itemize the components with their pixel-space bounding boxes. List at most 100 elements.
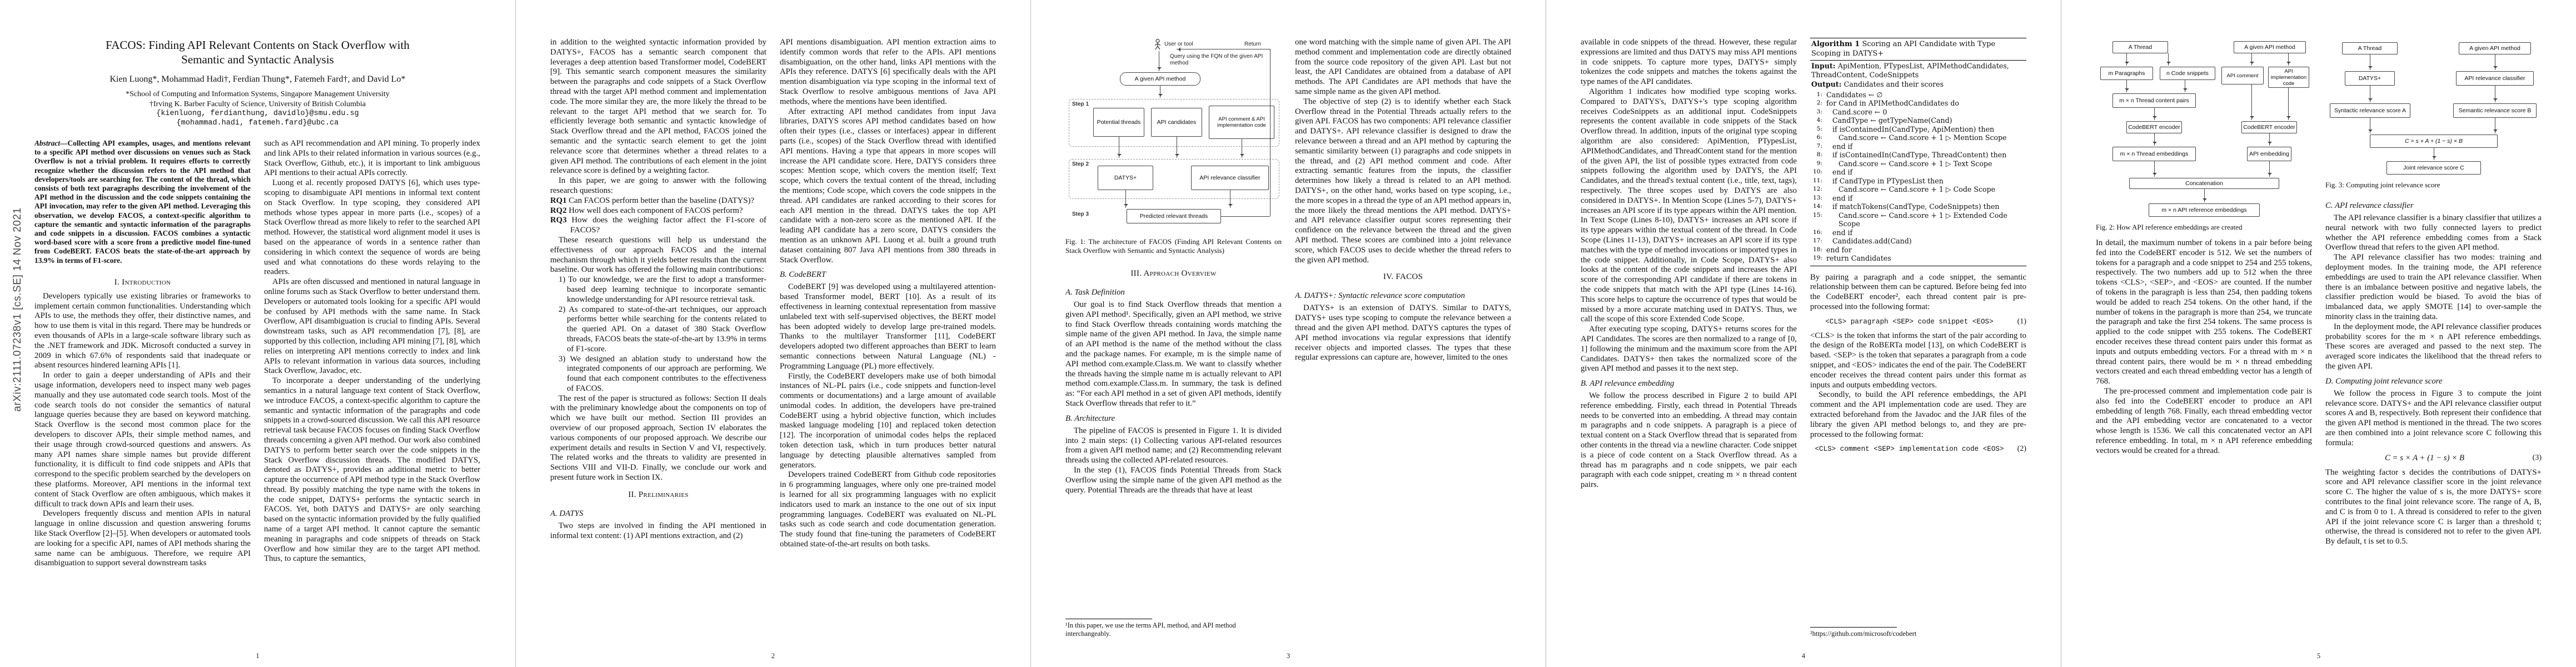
- paragraph: Two steps are involved in finding the AP…: [550, 521, 766, 540]
- figure-3-diagram: A Thread A given API method DATYS+ API r…: [2325, 38, 2542, 177]
- paragraph: Luong et al. recently proposed DATYS [6]…: [264, 178, 480, 277]
- paragraph: The objective of step (2) is to identify…: [1295, 97, 1511, 265]
- page-number: 4: [1801, 652, 1806, 660]
- fig3-node-api-relevance-classifier: API relevance classifier: [2456, 71, 2534, 86]
- fig2-node-thread: A Thread: [2112, 41, 2168, 53]
- abstract-lead: Abstract—: [34, 139, 68, 147]
- page-2-columns: in addition to the weighted syntactic in…: [550, 38, 996, 638]
- paragraph: We follow the process in Figure 3 to com…: [2325, 389, 2542, 447]
- fig1-node-predicted-relevant-threads: Predicted relevant threads: [1127, 209, 1221, 223]
- line-number: 11:: [1813, 177, 1822, 184]
- algorithm-line: 9:Cand.score ← Cand.score + 1 ▷ Text Sco…: [1810, 160, 2026, 168]
- flow-arrow: [2268, 133, 2272, 146]
- figure-2: A Thread m Paragraphs n Code snippets m …: [2096, 38, 2312, 232]
- algorithm-line: 1:Candidates ← ∅: [1810, 91, 2026, 99]
- paragraph: By pairing a paragraph and a code snippe…: [1810, 272, 2026, 311]
- fig1-step3-label: Step 3: [1072, 211, 1089, 217]
- line-number: 12:: [1813, 186, 1822, 192]
- fig3-node-given-api-method: A given API method: [2459, 42, 2531, 54]
- user-icon: [1154, 39, 1161, 50]
- paragraph: Secondly, to build the API reference emb…: [1810, 390, 2026, 439]
- paragraph: APIs are often discussed and mentioned i…: [264, 277, 480, 376]
- algorithm-1-output: Output: Candidates and their scores: [1810, 79, 2026, 89]
- fig1-group-step2: [1069, 159, 1279, 199]
- subsection-heading: B. CodeBERT: [780, 270, 826, 280]
- paragraph: After extracting API method candidates f…: [780, 107, 996, 265]
- page-2-column-2: API mentions disambiguation. API mention…: [780, 38, 996, 638]
- paragraph: These research questions will help us un…: [550, 235, 766, 275]
- flow-arrow: [2125, 80, 2129, 92]
- figure-3: A Thread A given API method DATYS+ API r…: [2325, 38, 2542, 190]
- algorithm-line: 7:end if: [1810, 142, 2026, 151]
- page-4-column-1: available in code snippets of the thread…: [1581, 38, 1797, 638]
- line-number: 14:: [1813, 203, 1822, 210]
- equation: C = s × A + (1 − s) × B(3): [2325, 454, 2542, 463]
- page-number: 2: [771, 652, 775, 660]
- line-text: Cand.score ← Cand.score + 1 ▷ Extended C…: [1838, 211, 2007, 228]
- page-3-column-2: one word matching with the simple name o…: [1295, 38, 1511, 638]
- flow-arrow: [2153, 133, 2157, 146]
- research-question: RQ1 Can FACOS perform better than the ba…: [550, 196, 755, 205]
- fig1-node-potential-threads: Potential threads: [1093, 108, 1144, 137]
- page-3-columns: User or tool Query using the FQN of the …: [1065, 38, 1511, 638]
- algorithm-line: 11:if CandType in PTypesList then: [1810, 177, 2026, 186]
- line-number: 1:: [1816, 91, 1822, 98]
- algorithm-line: 17:Candidates.add(Cand): [1810, 237, 2026, 246]
- flow-arrow: [2250, 84, 2254, 120]
- figure-1: User or tool Query using the FQN of the …: [1065, 38, 1282, 255]
- paragraph: such as API recommendation and API minin…: [264, 139, 480, 178]
- section-heading: III. Approach Overview: [1130, 269, 1217, 278]
- algorithm-1-lines: 1:Candidates ← ∅2:for Cand in APIMethodC…: [1810, 89, 2026, 266]
- line-text: return Candidates: [1826, 254, 1891, 262]
- line-text: if matchTokens(CandType, CodeSnippets) t…: [1832, 202, 2000, 211]
- paragraph: In order to gain a deeper understanding …: [34, 371, 251, 509]
- algorithm-line: 5:if isContainedIn(CandType, ApiMention)…: [1810, 125, 2026, 134]
- section-heading: II. Preliminaries: [628, 490, 689, 499]
- line-number: 19:: [1813, 255, 1822, 261]
- equation: <CLS> comment <SEP> implementation code …: [1810, 445, 2026, 454]
- page-2: in addition to the weighted syntactic in…: [515, 0, 1030, 667]
- line-text: Cand.score ← Cand.score + 1 ▷ Mention Sc…: [1838, 133, 2007, 142]
- paragraph: In detail, the maximum number of tokens …: [2096, 238, 2312, 386]
- line-text: end if: [1832, 142, 1853, 151]
- algorithm-line: 15:Cand.score ← Cand.score + 1 ▷ Extende…: [1810, 211, 2026, 228]
- paragraph: Our goal is to find Stack Overflow threa…: [1065, 300, 1282, 408]
- paragraph: available in code snippets of the thread…: [1581, 38, 1797, 87]
- line-text: end if: [1832, 193, 1853, 202]
- algorithm-line: 2:for Cand in APIMethodCandidates do: [1810, 99, 2026, 108]
- affiliation-1: *School of Computing and Information Sys…: [126, 90, 390, 98]
- algorithm-line: 13:end if: [1810, 194, 2026, 203]
- line-text: Cand.score ← Cand.score + 1 ▷ Code Scope: [1838, 185, 1996, 193]
- line-number: 18:: [1813, 246, 1822, 253]
- page-4: available in code snippets of the thread…: [1546, 0, 2061, 667]
- list-item: 3) We designed an ablation study to unde…: [559, 354, 766, 393]
- list-item: 2) As compared to state-of-the-art techn…: [559, 305, 766, 354]
- algorithm-1-title-text: Scoring an API Candidate with Type Scopi…: [1811, 40, 1996, 58]
- page-5-column-2: A Thread A given API method DATYS+ API r…: [2325, 38, 2542, 638]
- footnote: ¹In this paper, we use the terms API, me…: [1065, 619, 1282, 638]
- fig1-node-user: User or tool: [1164, 41, 1193, 47]
- fig1-label-query: Query using the FQN of the given API met…: [1170, 53, 1263, 66]
- fig1-node-datys-plus: DATYS+: [1098, 166, 1153, 190]
- rq-label: RQ3: [550, 216, 567, 225]
- section-heading: I. Introduction: [114, 277, 171, 287]
- fig2-node-given-api-method: A given API method: [2234, 41, 2306, 53]
- rq-label: RQ2: [550, 206, 567, 215]
- equation-number: (1): [2017, 317, 2026, 326]
- line-number: 8:: [1816, 151, 1822, 158]
- line-text: CandType ← getTypeName(Cand): [1832, 116, 1952, 125]
- algorithm-1-input-text: ApiMention, PTypesList, APIMethodCandida…: [1811, 62, 2009, 79]
- paragraph: The pipeline of FACOS is presented in Fi…: [1065, 426, 1282, 465]
- arxiv-watermark: arXiv:2111.07238v1 [cs.SE] 14 Nov 2021: [12, 207, 23, 412]
- flow-arrow: [2286, 53, 2291, 66]
- paragraph: Firstly, the CodeBERT developers make us…: [780, 371, 996, 470]
- paragraph: Developers typically use existing librar…: [34, 291, 251, 370]
- paper-header: FACOS: Finding API Relevant Contents on …: [34, 38, 481, 128]
- line-text: end for: [1826, 245, 1852, 254]
- figure-1-caption: Fig. 1: The architecture of FACOS (Findi…: [1065, 237, 1282, 255]
- fig1-node-api-relevance-classifier: API relevance classifier: [1191, 166, 1269, 190]
- paragraph: We follow the process described in Figur…: [1581, 391, 1797, 490]
- page-1-column-1: Abstract—Collecting API examples, usages…: [34, 139, 251, 636]
- page-5: A Thread m Paragraphs n Code snippets m …: [2061, 0, 2576, 667]
